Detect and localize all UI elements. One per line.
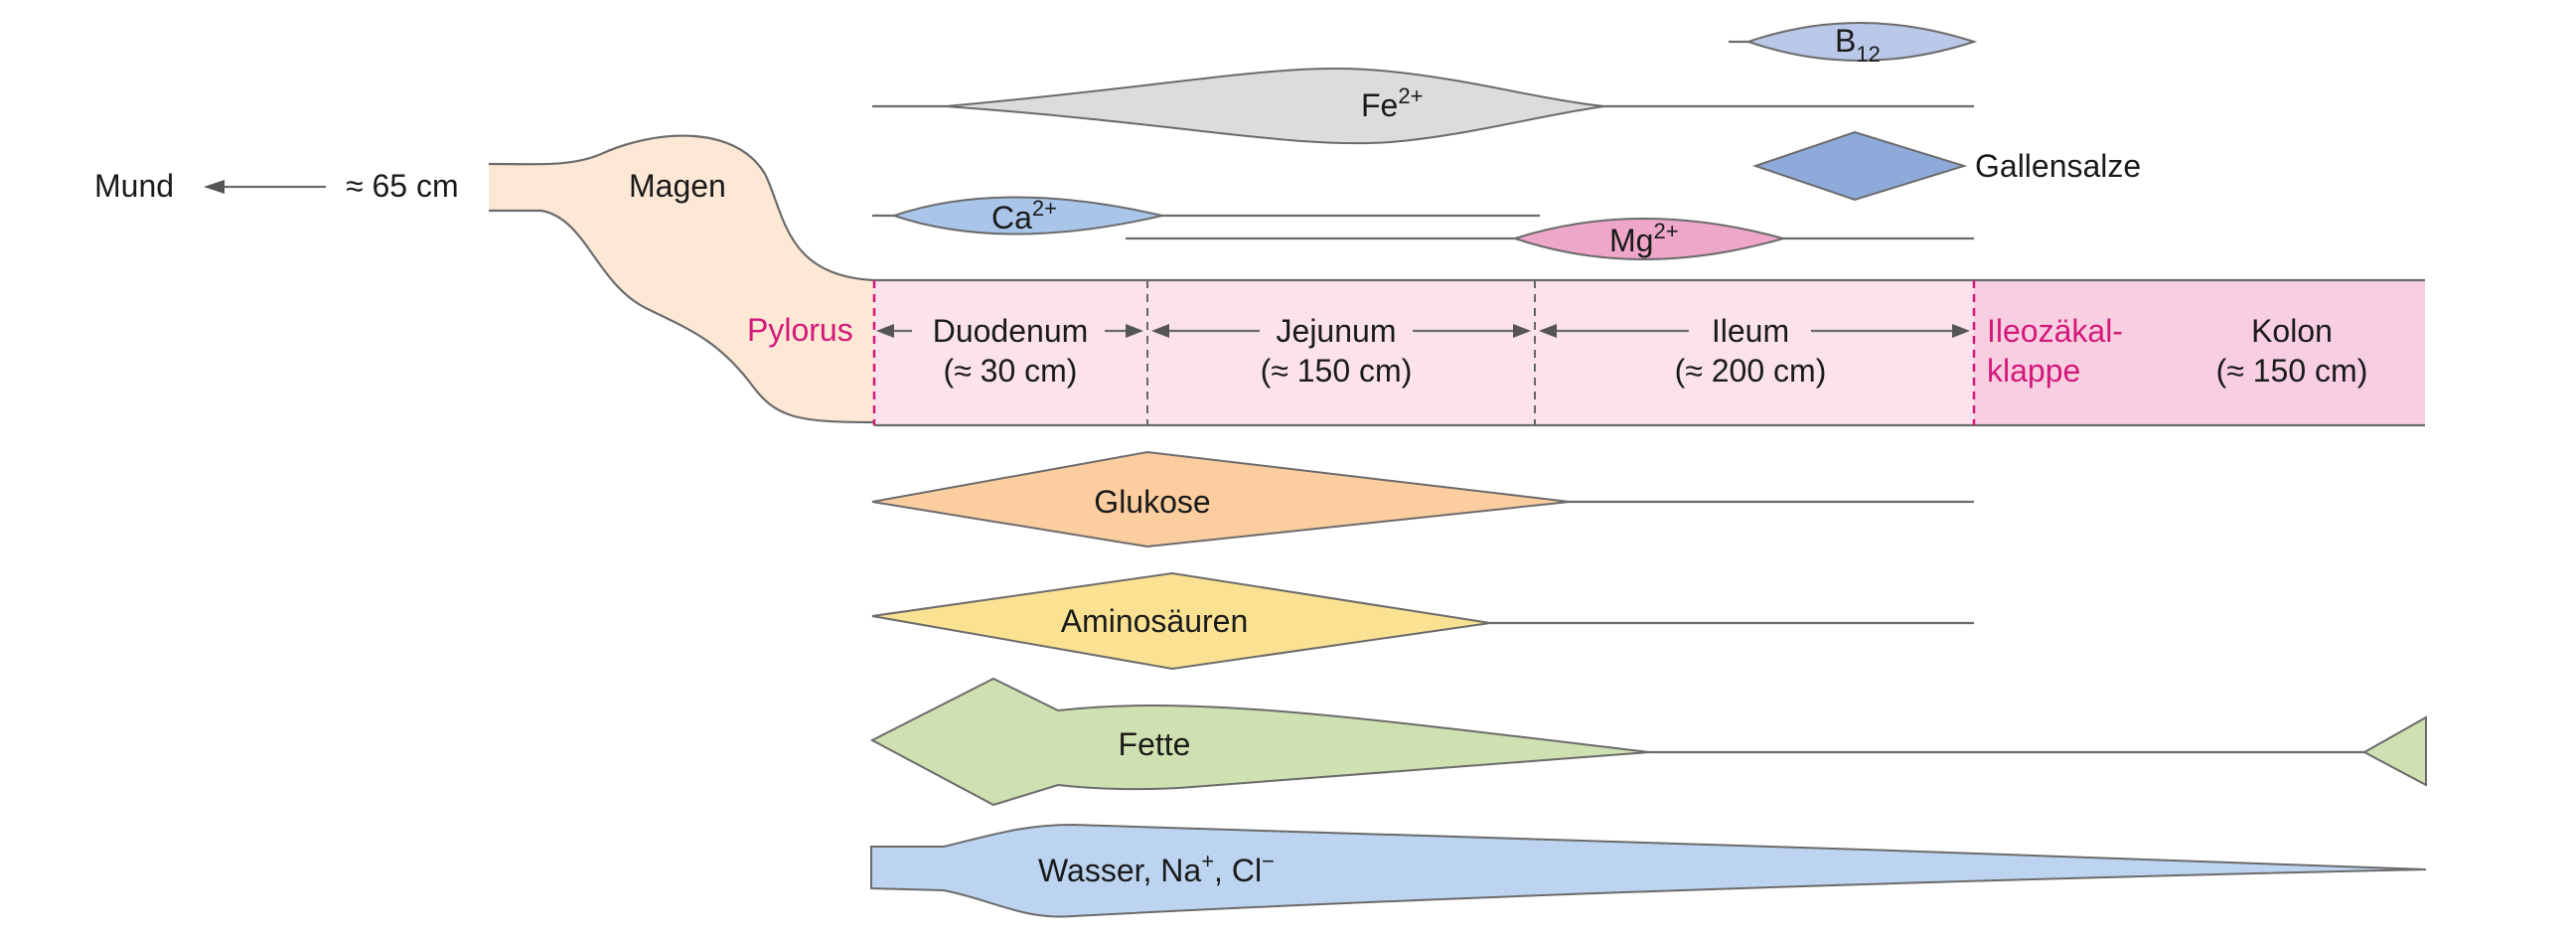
wasser-label: Wasser, Na+, Cl− bbox=[1038, 849, 1275, 888]
duodenum-length-arrow bbox=[876, 324, 1143, 338]
fe-shape bbox=[945, 67, 1605, 145]
duodenum-length: (≈ 30 cm) bbox=[944, 353, 1078, 389]
kolon-label: Kolon bbox=[2251, 313, 2333, 349]
fe-label: Fe2+ bbox=[1361, 83, 1423, 123]
b12-shape bbox=[1744, 22, 1978, 62]
duodenum-label: Duodenum bbox=[933, 313, 1089, 349]
wasser-shape bbox=[870, 823, 2427, 918]
mg-label: Mg2+ bbox=[1609, 219, 1679, 258]
b12-label: B12 bbox=[1835, 23, 1881, 67]
mund-arrow-head bbox=[204, 180, 225, 194]
fette-shape bbox=[869, 677, 1650, 807]
mund-label: Mund bbox=[94, 168, 174, 204]
ileum-label: Ileum bbox=[1712, 313, 1789, 349]
ca-label: Ca2+ bbox=[991, 196, 1057, 235]
distance-label: ≈ 65 cm bbox=[346, 168, 459, 204]
jejunum-length-arrow bbox=[1151, 324, 1531, 338]
ileum-length: (≈ 200 cm) bbox=[1675, 353, 1827, 389]
glukose-label: Glukose bbox=[1094, 484, 1210, 520]
stomach-lower-outline bbox=[489, 209, 875, 424]
fette-label: Fette bbox=[1119, 726, 1191, 762]
stomach-upper-outline bbox=[488, 134, 875, 282]
ileozaekal-label-2: klappe bbox=[1987, 353, 2080, 389]
ileum-length-arrow bbox=[1539, 324, 1970, 338]
glukose-shape bbox=[871, 450, 1571, 548]
magen-label: Magen bbox=[629, 168, 726, 204]
pylorus-label: Pylorus bbox=[747, 312, 853, 348]
colon-segment bbox=[1974, 280, 2425, 425]
jejunum-length: (≈ 150 cm) bbox=[1261, 353, 1413, 389]
aminosaeuren-label: Aminosäuren bbox=[1061, 603, 1249, 639]
gallensalze-label: Gallensalze bbox=[1975, 148, 2141, 184]
kolon-length: (≈ 150 cm) bbox=[2216, 353, 2368, 389]
ileozaekal-label-1: Ileozäkal- bbox=[1987, 313, 2123, 349]
small-intestine-segment bbox=[874, 280, 1974, 425]
gallensalze-shape bbox=[1751, 130, 1968, 202]
jejunum-label: Jejunum bbox=[1277, 313, 1397, 349]
fette-colon-shape bbox=[2361, 715, 2427, 787]
